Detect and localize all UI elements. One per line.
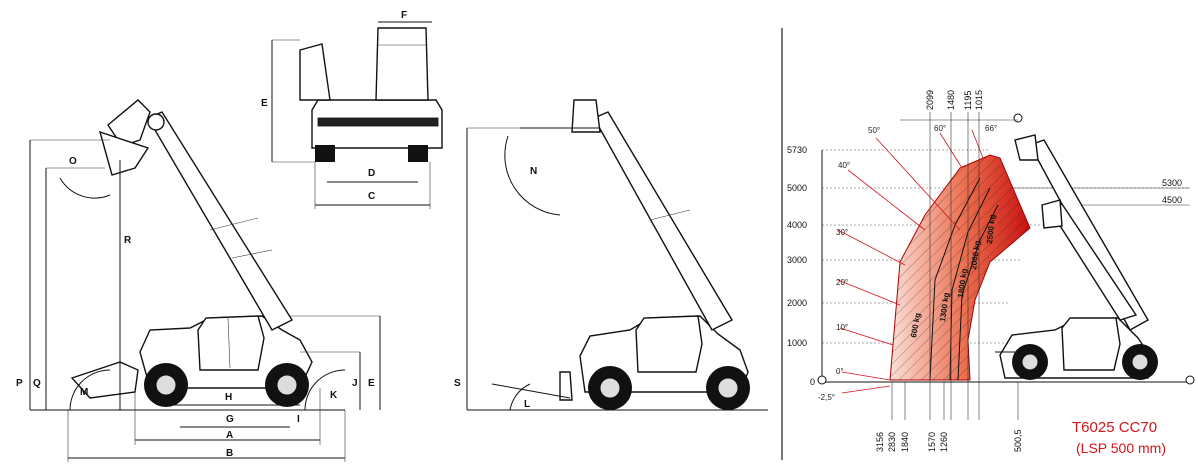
bottom-tick-500-5: 500,5 [1013, 429, 1023, 452]
angle-label-20: 20° [836, 278, 848, 287]
y-tick-2000: 2000 [787, 298, 807, 308]
dim-label-H: H [225, 392, 232, 403]
top-tick-1015: 1015 [974, 90, 984, 110]
dim-label-G: G [226, 414, 234, 425]
dim-label-D: D [368, 168, 375, 179]
bottom-tick-1840: 1840 [900, 432, 910, 452]
dim-label-L: L [524, 399, 530, 410]
load-label-1800: 1800 kg [956, 268, 969, 298]
angle-label-neg2-5: -2,5° [818, 393, 835, 402]
y-tick-4000: 4000 [787, 220, 807, 230]
y-tick-0: 0 [810, 377, 815, 387]
top-tick-1480: 1480 [946, 90, 956, 110]
bottom-tick-2830: 2830 [887, 432, 897, 452]
y-tick-5000: 5000 [787, 183, 807, 193]
angle-label-10: 10° [836, 323, 848, 332]
dim-label-B: B [226, 448, 233, 459]
rear-view-drawing: F E D C [261, 10, 443, 209]
top-tick-2099: 2099 [925, 90, 935, 110]
dim-label-P: P [16, 378, 23, 389]
angle-label-60: 60° [934, 124, 946, 133]
dim-label-S: S [454, 378, 461, 389]
angle-label-0: 0° [836, 367, 844, 376]
bottom-tick-3156: 3156 [875, 432, 885, 452]
fork-view-drawing: N S L [454, 99, 768, 411]
dim-label-N: N [530, 166, 537, 177]
right-tick-4500: 4500 [1162, 195, 1182, 205]
load-label-600: 600 kg [909, 312, 922, 338]
model-title: T6025 CC70 [1072, 419, 1157, 436]
dim-label-K: K [330, 390, 338, 401]
side-view-drawing: O R P Q M H G A B I K J E [16, 99, 381, 462]
y-tick-1000: 1000 [787, 338, 807, 348]
bottom-tick-1570: 1570 [927, 432, 937, 452]
angle-label-50: 50° [868, 126, 880, 135]
top-tick-1195: 1195 [963, 91, 973, 110]
dim-label-I: I [297, 414, 300, 425]
y-tick-3000: 3000 [787, 255, 807, 265]
dim-label-R: R [124, 235, 132, 246]
load-label-2500: 2500 kg [985, 214, 997, 244]
dim-label-O: O [69, 156, 77, 167]
dim-label-Q: Q [33, 378, 41, 389]
dim-label-E-side: E [368, 378, 375, 389]
load-label-2000: 2000 kg [969, 240, 982, 270]
model-subtitle: (LSP 500 mm) [1076, 440, 1166, 456]
bottom-tick-1260: 1260 [939, 432, 949, 452]
dim-label-E-rear: E [261, 98, 268, 109]
y-tick-5730: 5730 [787, 145, 807, 155]
dim-label-J: J [352, 378, 358, 389]
dim-label-F: F [401, 10, 407, 21]
angle-label-30: 30° [836, 228, 848, 237]
dim-label-A: A [226, 430, 233, 441]
dim-label-C: C [368, 191, 375, 202]
angle-label-40: 40° [838, 161, 850, 170]
dim-label-M: M [80, 387, 88, 398]
angle-label-66: 66° [985, 124, 997, 133]
load-chart: 5730 5000 4000 3000 2000 1000 0 5300 450… [787, 90, 1195, 456]
right-tick-5300: 5300 [1162, 178, 1182, 188]
load-label-1300: 1300 kg [938, 292, 951, 322]
